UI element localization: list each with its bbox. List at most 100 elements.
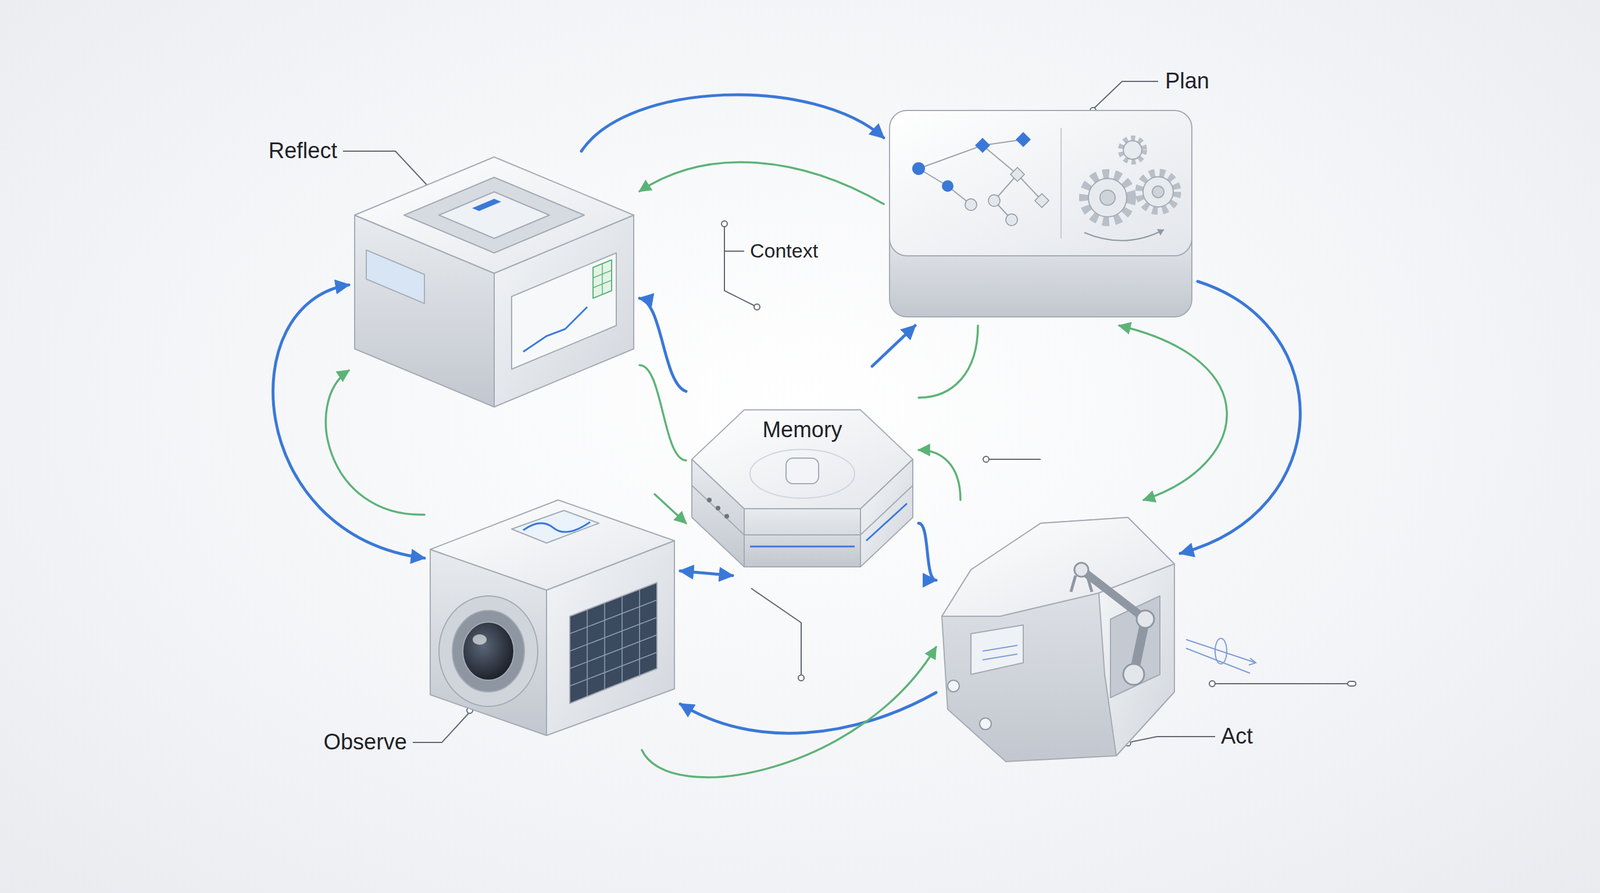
gear-hole <box>1100 190 1116 206</box>
status-dots <box>706 497 730 519</box>
sensor-grid <box>569 582 657 704</box>
flow-arrow <box>639 162 884 205</box>
component-node: Reflect <box>348 151 640 419</box>
port <box>979 718 992 730</box>
tree-node <box>912 162 925 175</box>
flow-arrow <box>918 325 978 398</box>
grid-line <box>569 634 657 669</box>
leader-dot <box>754 304 760 310</box>
leader-dot <box>983 456 989 463</box>
robot-arm <box>1070 562 1155 685</box>
tree-node <box>941 180 954 192</box>
dot <box>715 505 721 511</box>
gear-teeth <box>1139 173 1177 211</box>
node-label: Memory <box>686 417 919 444</box>
grid-line <box>638 589 641 677</box>
illustration-part <box>889 110 1192 317</box>
hole-marker <box>472 198 502 212</box>
lens-ring <box>452 610 525 692</box>
lens-ring <box>438 595 538 707</box>
lens-glass <box>462 622 514 681</box>
context-tick <box>724 250 745 252</box>
node-label: Reflect <box>268 138 338 164</box>
lens-highlight <box>472 634 487 645</box>
arm-joint <box>1136 610 1155 628</box>
flow-arrow <box>1119 325 1227 500</box>
motion-trails <box>1186 638 1256 674</box>
flow-arrow <box>581 94 884 152</box>
plan-leader <box>1094 81 1159 109</box>
node-label: Observe <box>323 729 407 756</box>
tree-node <box>1005 213 1018 226</box>
grid-line <box>601 263 603 295</box>
illustration-part <box>354 156 634 407</box>
tree-node <box>975 137 991 153</box>
spare-leader <box>751 588 802 675</box>
lid-knob <box>786 458 819 484</box>
gear-body <box>1123 140 1142 160</box>
gear-hole <box>1152 186 1164 198</box>
flow-arrow <box>654 494 687 524</box>
spare-leader <box>1215 683 1348 685</box>
grid-line <box>604 602 606 691</box>
flow-arrow <box>680 692 937 734</box>
grid-line <box>569 617 657 652</box>
ports <box>947 680 992 730</box>
memory-illustration <box>686 366 919 576</box>
table-panel <box>593 259 612 299</box>
body-shell <box>941 517 1175 762</box>
lid-ring <box>750 449 855 499</box>
act-illustration <box>936 500 1181 768</box>
tree-node <box>1010 167 1025 182</box>
observe-illustration <box>424 494 681 750</box>
component-node: Plan <box>883 104 1198 326</box>
data-stripes <box>750 503 907 547</box>
flow-arrow <box>680 570 733 576</box>
arm-joint <box>1074 562 1089 577</box>
screen-wave <box>523 522 591 532</box>
side-window <box>366 250 425 304</box>
node-label: Act <box>1220 723 1253 750</box>
leader-dot <box>721 220 728 227</box>
plan-nodes <box>912 131 1049 226</box>
context-leader <box>724 226 755 306</box>
act-leader <box>1131 736 1216 742</box>
spare-leader <box>988 458 1041 460</box>
cycle-arrow <box>1084 229 1164 241</box>
leader-dot <box>798 675 805 681</box>
arm-link <box>1081 569 1146 620</box>
flow-arrow <box>641 647 937 778</box>
grid-lines <box>569 589 657 697</box>
component-node: Memory <box>686 366 919 576</box>
motion-ring <box>1215 638 1227 664</box>
motion-line <box>1186 648 1250 674</box>
top-screen <box>511 510 599 544</box>
tree-node <box>965 198 977 211</box>
arm-joint <box>1123 663 1145 685</box>
arm-gripper <box>1070 575 1092 592</box>
stripe <box>750 545 855 548</box>
side-panel <box>970 625 1024 675</box>
gears <box>1084 138 1177 241</box>
flow-arrow <box>918 523 937 581</box>
leader-dot <box>1209 680 1216 687</box>
grid-line <box>586 609 588 697</box>
grid-line <box>621 595 623 684</box>
grid-line <box>569 600 657 634</box>
slab-top <box>889 110 1192 256</box>
grid-line <box>569 652 657 687</box>
tree-node <box>1034 193 1049 208</box>
gear-body <box>1088 178 1127 217</box>
gear-body <box>1143 176 1174 207</box>
flow-arrow <box>325 370 425 515</box>
cycle-arrow-head <box>1156 229 1164 236</box>
flow-arrow <box>639 298 687 392</box>
chart-line <box>523 306 588 352</box>
box-face <box>354 156 634 274</box>
box-face <box>430 500 675 591</box>
flow-arrow <box>639 365 687 461</box>
illustration-part <box>941 517 1175 762</box>
tree-link <box>918 145 983 169</box>
observe-leader <box>412 713 469 743</box>
